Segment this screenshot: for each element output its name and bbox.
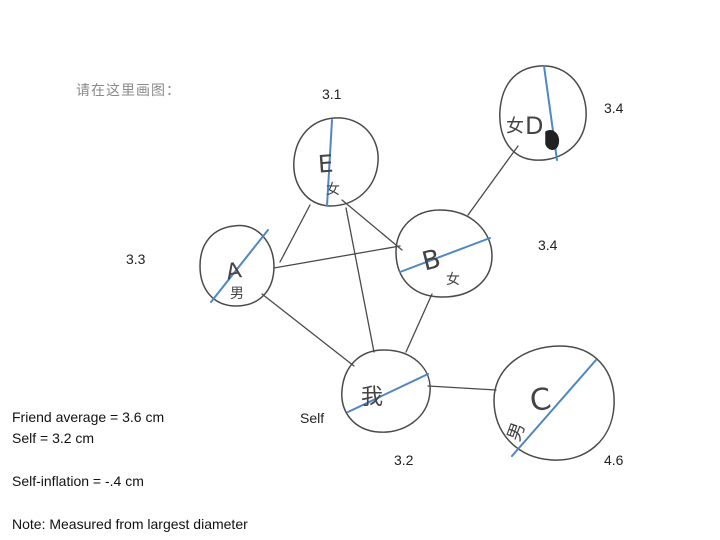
node-b-circle <box>395 209 493 298</box>
node-c-letter: C <box>528 382 554 420</box>
measurement-d: 3.4 <box>604 100 624 116</box>
node-e-letter: E <box>317 150 334 179</box>
connection-lines <box>261 145 519 391</box>
note-measured: Note: Measured from largest diameter <box>12 516 248 532</box>
drawing-prompt: 请在这里画图： <box>76 83 181 99</box>
node-a-diameter <box>210 229 269 303</box>
node-b-letter: B <box>419 244 444 277</box>
note-self-inflation: Self-inflation = -.4 cm <box>12 473 144 489</box>
node-b-diameter <box>399 237 491 273</box>
node-d-letter: D <box>525 112 543 140</box>
edge-a-self <box>261 293 355 367</box>
node-a-gender: 男 <box>230 286 244 302</box>
measurement-c: 4.6 <box>604 452 624 468</box>
node-e-diameter <box>326 119 333 207</box>
node-a-circle <box>199 224 275 307</box>
handwritten-node-labels: E 女 女 D A 男 B 女 我 C 男 <box>224 112 553 444</box>
node-b-gender: 女 <box>446 271 460 288</box>
edge-b-self <box>405 293 433 353</box>
note-friend-average: Friend average = 3.6 cm <box>12 409 165 425</box>
node-e-gender: 女 <box>326 181 340 198</box>
node-self-char: 我 <box>361 385 383 410</box>
node-self-diameter <box>347 373 429 413</box>
measurement-b: 3.4 <box>538 237 558 253</box>
node-a-letter: A <box>224 258 243 285</box>
node-d-scribble <box>545 130 560 150</box>
measurement-e: 3.1 <box>322 86 342 102</box>
edge-self-c <box>427 385 497 391</box>
edge-e-b <box>341 199 403 251</box>
edge-e-self <box>345 207 375 353</box>
edge-a-b <box>273 245 401 269</box>
edge-b-d <box>467 145 519 216</box>
measurement-a: 3.3 <box>126 251 146 267</box>
node-d-gender: 女 <box>506 116 524 137</box>
person-circles <box>199 65 615 461</box>
self-label: Self <box>300 410 325 426</box>
node-self-circle <box>341 349 431 433</box>
measurement-self: 3.2 <box>394 452 414 468</box>
note-self: Self = 3.2 cm <box>12 430 95 446</box>
node-c-diameter <box>511 359 597 457</box>
node-c-circle <box>493 345 615 461</box>
diameter-lines <box>210 65 597 457</box>
node-e-circle <box>293 117 379 207</box>
node-d-circle <box>499 65 587 161</box>
edge-e-a <box>279 204 311 263</box>
